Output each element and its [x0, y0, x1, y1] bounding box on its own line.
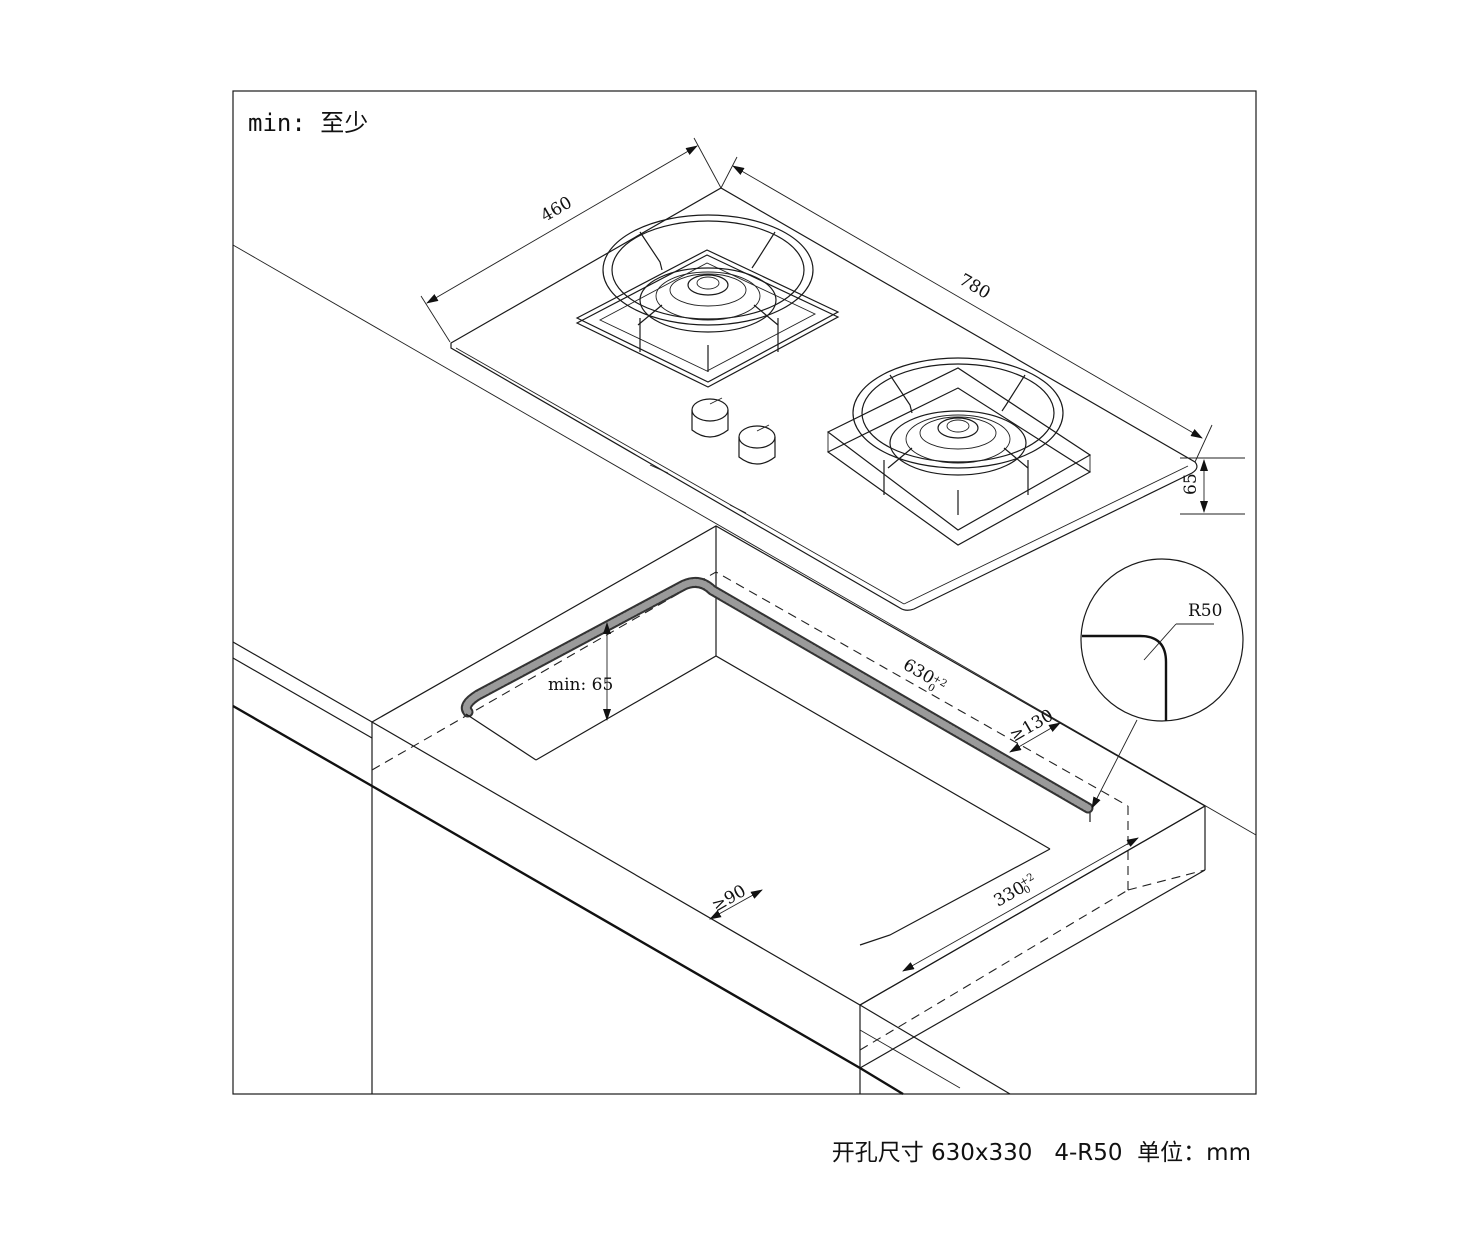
dimension-min-thickness: min: 65	[548, 622, 613, 721]
dimension-width: 780	[720, 156, 1213, 463]
cutout	[371, 571, 1206, 1051]
dimension-cutout-width: 330 +2 0	[902, 837, 1139, 972]
dimension-front-clearance: ≥90	[709, 881, 763, 920]
dim-min-thickness-label: min: 65	[548, 675, 613, 695]
burner-left	[575, 214, 840, 388]
dim-cutout-width-tol-lower: 0	[1022, 884, 1033, 897]
dim-depth-label: 460	[538, 193, 576, 227]
dim-corner-radius-label: R50	[1188, 601, 1222, 621]
knob-right-icon	[738, 424, 776, 465]
drawing-frame	[232, 90, 1257, 1095]
burner-right	[826, 357, 1092, 546]
knob-left-icon	[691, 397, 729, 438]
corner-detail: R50	[1080, 558, 1244, 809]
dimension-height: 65	[1180, 457, 1245, 515]
legend-note: min: 至少	[248, 109, 368, 137]
dim-height-label: 65	[1181, 473, 1201, 495]
hob	[450, 187, 1198, 611]
caption: 开孔尺寸 630x330 4-R50 单位：mm	[831, 1140, 1251, 1166]
dimension-cutout-length: 630 +2 0	[900, 655, 949, 695]
dim-cutout-length-tol-lower: 0	[926, 682, 937, 695]
countertop	[232, 244, 1257, 1096]
dim-back-clearance-label: ≥130	[1007, 706, 1057, 747]
dimension-depth: 460	[420, 137, 722, 343]
dim-front-clearance-label: ≥90	[709, 881, 750, 916]
dimension-back-clearance: ≥130	[1007, 706, 1061, 753]
